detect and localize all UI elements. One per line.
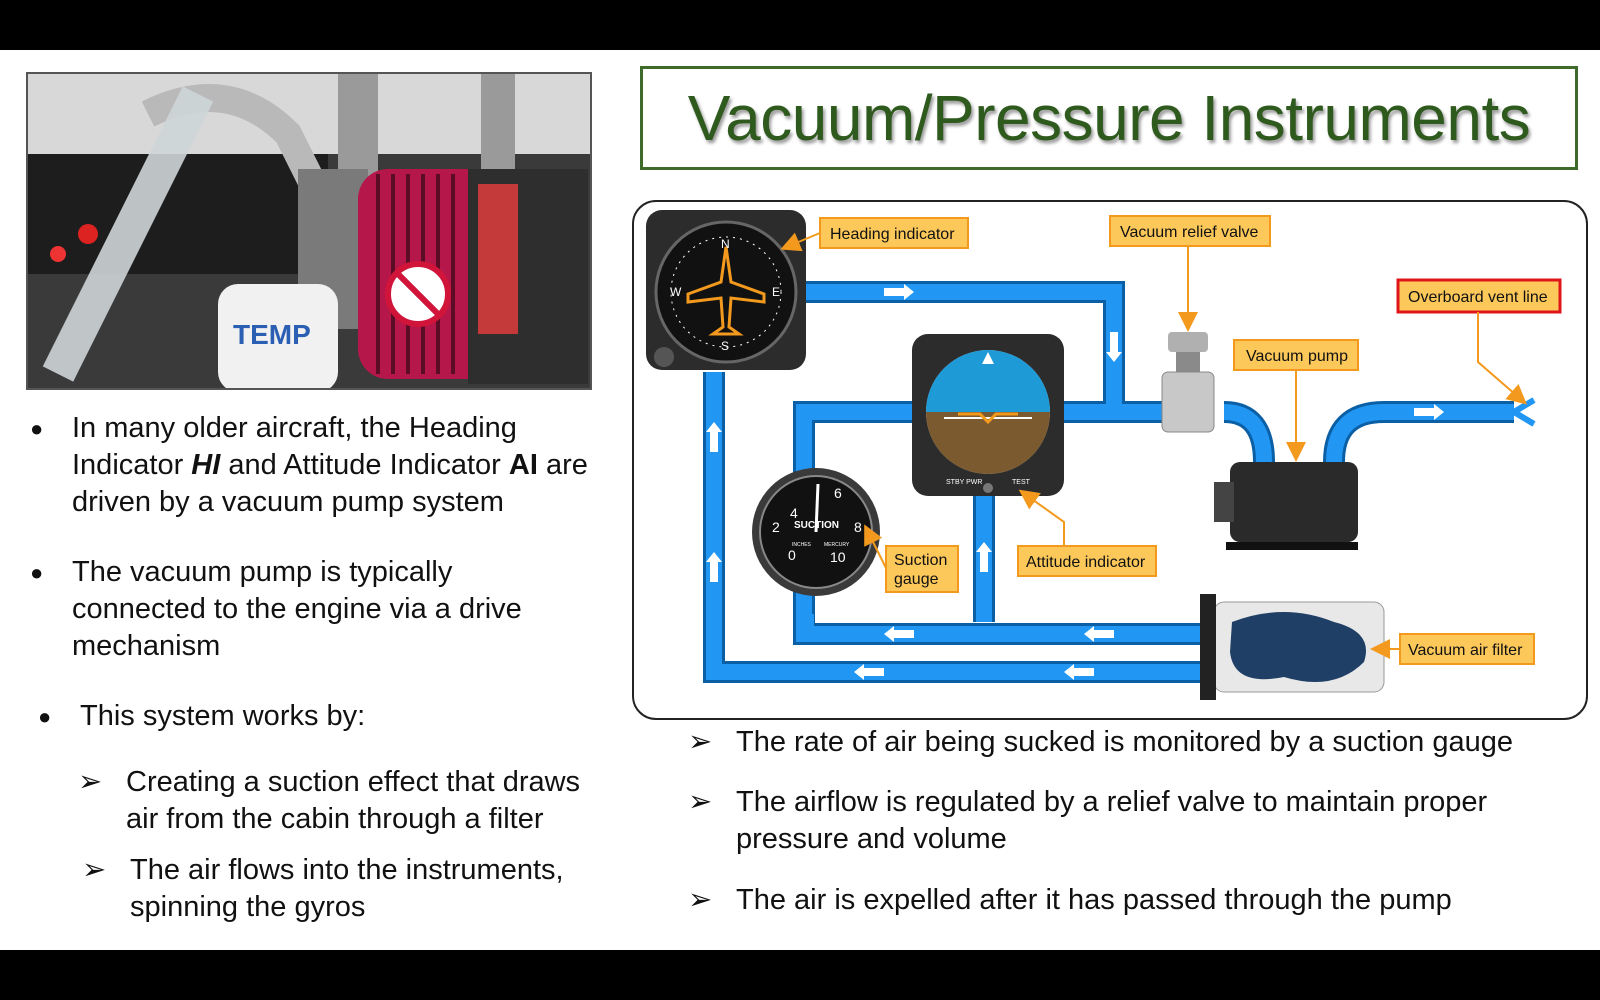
suction-gauge-instrument: 4 6 8 2 0 10 SUCTION INCHES MERCURY	[752, 468, 880, 596]
arrow-bullet-icon: ➢	[78, 766, 103, 798]
sub-bullet-item: ➢ The air flows into the instruments, sp…	[82, 852, 582, 926]
bullet-dot-icon: ●	[30, 560, 44, 585]
label-vacuum-air-filter: Vacuum air filter	[1370, 633, 1535, 665]
svg-text:Overboard vent line: Overboard vent line	[1408, 289, 1548, 306]
bullet-item: ● The vacuum pump is typically connected…	[30, 554, 570, 665]
slide: TEMP Vacuum/Pressure Instruments	[0, 50, 1600, 950]
svg-text:6: 6	[834, 485, 842, 501]
label-attitude-indicator: Attitude indicator	[1017, 489, 1157, 577]
inches-dial-text: INCHES	[792, 542, 812, 548]
svg-text:Attitude indicator: Attitude indicator	[1026, 554, 1146, 571]
svg-text:Suction: Suction	[894, 552, 947, 569]
arrow-bullet-icon: ➢	[82, 854, 107, 886]
bullet-item: ● This system works by:	[38, 698, 578, 735]
heading-indicator-instrument: N E S W	[646, 210, 806, 370]
svg-text:gauge: gauge	[894, 571, 939, 588]
right-bullet-text: The airflow is regulated by a relief val…	[736, 786, 1488, 855]
mercury-dial-text: MERCURY	[824, 542, 850, 548]
attitude-indicator-instrument: STBY PWR TEST	[912, 334, 1064, 496]
bullet-dot-icon: ●	[38, 704, 52, 729]
label-vacuum-pump: Vacuum pump	[1233, 339, 1359, 462]
svg-text:S: S	[721, 339, 729, 353]
title-box: Vacuum/Pressure Instruments	[640, 66, 1578, 170]
label-suction-gauge: Suction gauge	[864, 524, 959, 593]
svg-text:N: N	[721, 237, 730, 251]
svg-text:Vacuum relief valve: Vacuum relief valve	[1120, 224, 1259, 241]
bullet-item: ● In many older aircraft, the Heading In…	[30, 410, 590, 521]
svg-text:10: 10	[830, 549, 846, 565]
arrow-bullet-icon: ➢	[688, 884, 713, 916]
bullet-text: This system works by:	[80, 700, 366, 732]
right-bullet-text: The rate of air being sucked is monitore…	[736, 726, 1514, 758]
vacuum-system-diagram: N E S W STBY PWR TEST	[632, 200, 1588, 720]
slide-title: Vacuum/Pressure Instruments	[687, 82, 1531, 154]
sub-bullet-text: The air flows into the instruments, spin…	[130, 854, 564, 923]
bullet-dot-icon: ●	[30, 416, 44, 441]
photo-filter-label: TEMP	[233, 319, 311, 350]
sub-bullet-item: ➢ Creating a suction effect that draws a…	[78, 764, 618, 838]
label-vacuum-relief-valve: Vacuum relief valve	[1109, 215, 1271, 332]
vacuum-air-filter-part	[1200, 594, 1385, 700]
flow-arrows	[706, 284, 1444, 680]
right-bullet-item: ➢ The air is expelled after it has passe…	[688, 882, 1588, 919]
label-overboard-vent-line: Overboard vent line	[1396, 278, 1562, 405]
svg-text:4: 4	[790, 505, 798, 521]
svg-text:W: W	[670, 285, 682, 299]
sub-bullet-text: Creating a suction effect that draws air…	[126, 766, 581, 835]
arrow-bullet-icon: ➢	[688, 786, 713, 818]
right-bullet-item: ➢ The airflow is regulated by a relief v…	[688, 784, 1548, 858]
svg-text:Vacuum pump: Vacuum pump	[1246, 348, 1348, 365]
stby-pwr-label: STBY PWR	[946, 479, 982, 486]
vacuum-pump-photo: TEMP	[26, 72, 592, 390]
svg-text:8: 8	[854, 519, 862, 535]
right-bullet-item: ➢ The rate of air being sucked is monito…	[688, 724, 1588, 761]
bullet-text: The vacuum pump is typically connected t…	[72, 556, 522, 662]
vacuum-relief-valve-part	[1161, 332, 1215, 433]
svg-text:Heading indicator: Heading indicator	[830, 226, 955, 243]
test-label: TEST	[1012, 479, 1031, 486]
svg-text:Vacuum air filter: Vacuum air filter	[1408, 642, 1523, 659]
right-bullet-text: The air is expelled after it has passed …	[736, 884, 1452, 916]
label-heading-indicator: Heading indicator	[780, 217, 969, 252]
arrow-bullet-icon: ➢	[688, 726, 713, 758]
svg-text:E: E	[772, 285, 780, 299]
bullet-text: In many older aircraft, the Heading Indi…	[72, 412, 588, 518]
svg-text:0: 0	[788, 547, 796, 563]
svg-text:2: 2	[772, 519, 780, 535]
vacuum-pump-part	[1214, 462, 1358, 550]
overboard-vent-outlet	[1512, 397, 1536, 427]
